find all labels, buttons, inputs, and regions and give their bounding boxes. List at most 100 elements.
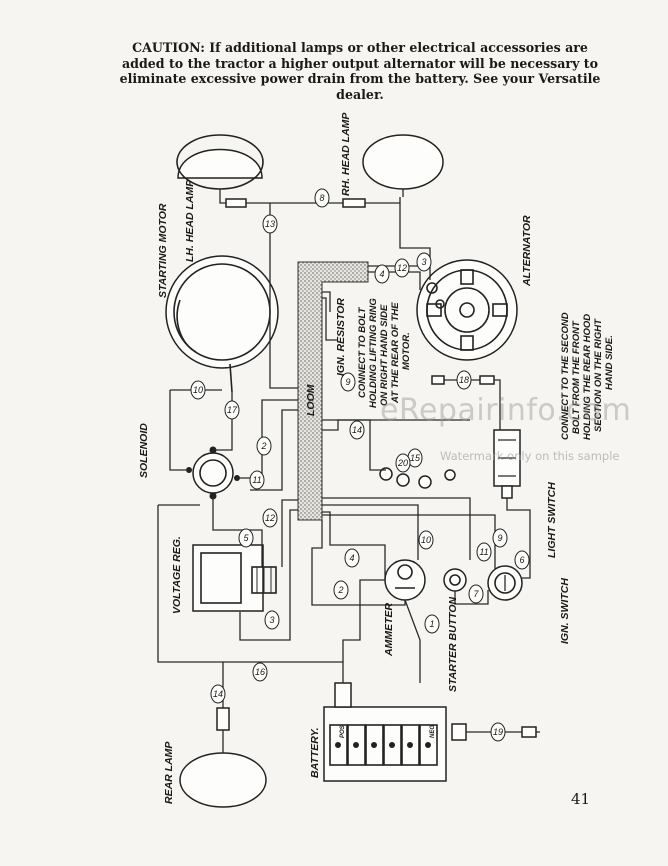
label-ign-switch: IGN. SWITCH (559, 578, 571, 644)
svg-text:14: 14 (213, 689, 223, 699)
svg-text:14: 14 (352, 425, 362, 435)
svg-text:9: 9 (345, 377, 350, 387)
label-ign-resistor: IGN. RESISTOR (335, 298, 347, 376)
label-connect-hood-4: SECTION ON THE RIGHT (593, 318, 604, 432)
label-connect-motor-1: CONNECT TO BOLT (357, 306, 368, 398)
page-number: 41 (571, 790, 591, 808)
watermark-main: eRepairinfo.com (380, 393, 632, 428)
label-connect-motor-2: HOLDING LIFTING RING (368, 298, 379, 408)
svg-text:4: 4 (379, 269, 384, 279)
svg-text:10: 10 (193, 385, 203, 395)
svg-text:17: 17 (227, 405, 238, 415)
svg-text:6: 6 (519, 555, 524, 565)
wire-label-1: 1 (424, 614, 440, 634)
caution-lead: CAUTION: (132, 40, 205, 55)
label-connect-hood-2: BOLT FROM THE FRONT (571, 320, 582, 434)
label-starter-button: STARTER BUTTON (447, 596, 459, 692)
svg-text:2: 2 (337, 585, 343, 595)
svg-text:9: 9 (497, 533, 502, 543)
watermark-sub: Watermark only on this sample (440, 449, 620, 463)
label-rear-lamp: REAR LAMP (163, 741, 175, 804)
caution-notice: CAUTION: If additional lamps or other el… (110, 40, 610, 102)
label-light-switch: LIGHT SWITCH (546, 482, 558, 558)
label-solenoid: SOLENOID (138, 423, 150, 478)
svg-text:3: 3 (421, 257, 426, 267)
label-ammeter: AMMETER (383, 603, 395, 657)
wire-label-7: 7 (468, 584, 484, 604)
wire-label-10-b: 10 (418, 530, 434, 550)
starter-button (443, 568, 467, 592)
wire-label-14-top: 14 (349, 420, 365, 440)
svg-text:20: 20 (397, 458, 408, 468)
label-starting-motor: STARTING MOTOR (157, 203, 169, 298)
wire-label-3-b: 3 (264, 610, 280, 630)
wire-label-11-b: 11 (476, 542, 492, 562)
ammeter (384, 559, 426, 601)
wire-label-9: 9 (340, 372, 356, 392)
wire-number-bubbles: 13 8 4 12 3 9 18 10 17 14 2 15 20 11 12 … (190, 188, 530, 742)
wire-label-4-b: 4 (344, 548, 360, 568)
label-connect-hood-3: HOLDING THE REAR HOOD (582, 314, 593, 440)
label-voltage-reg: VOLTAGE REG. (171, 536, 183, 614)
rh-head-lamp (362, 134, 444, 197)
wire-label-19: 19 (490, 722, 506, 742)
svg-text:12: 12 (397, 263, 407, 273)
label-battery-neg: NEG (430, 725, 436, 738)
wire-label-2-b: 2 (333, 580, 349, 600)
label-connect-motor-5: MOTOR. (401, 332, 412, 370)
svg-text:1: 1 (429, 619, 434, 629)
wire-label-5: 5 (238, 528, 254, 548)
svg-text:2: 2 (260, 441, 266, 451)
wire-label-16: 16 (252, 662, 268, 682)
label-alternator: ALTERNATOR (521, 215, 533, 287)
wire-label-4-top: 4 (374, 264, 390, 284)
svg-text:11: 11 (479, 547, 488, 557)
wire-label-8: 8 (314, 188, 330, 208)
wire-13-top (219, 197, 401, 204)
svg-text:18: 18 (459, 375, 469, 385)
instrument-lamps (379, 467, 456, 489)
wire-label-10-a: 10 (190, 380, 206, 400)
wire-label-2-a: 2 (256, 436, 272, 456)
svg-text:12: 12 (265, 513, 275, 523)
loom (297, 261, 369, 521)
wire-label-9-b: 9 (492, 528, 508, 548)
svg-text:13: 13 (265, 219, 275, 229)
svg-text:5: 5 (243, 533, 249, 543)
light-switch (493, 429, 521, 499)
svg-text:10: 10 (421, 535, 431, 545)
svg-text:4: 4 (349, 553, 354, 563)
wire-label-12-top: 12 (394, 258, 410, 278)
label-lh-head-lamp: LH. HEAD LAMP (184, 179, 196, 262)
svg-text:8: 8 (319, 193, 324, 203)
wire-label-12-a: 12 (262, 508, 278, 528)
label-battery-pos: POS (340, 725, 346, 738)
wire-label-20: 20 (395, 453, 411, 473)
label-rh-head-lamp: RH. HEAD LAMP (340, 112, 352, 196)
label-connect-hood-1: CONNECT TO THE SECOND (560, 312, 571, 440)
label-connect-motor-3: ON RIGHT HAND SIDE (379, 304, 390, 406)
battery (323, 682, 467, 782)
svg-text:3: 3 (269, 615, 274, 625)
label-loom: LOOM (305, 384, 317, 416)
svg-text:11: 11 (252, 475, 261, 485)
label-connect-hood-5: HAND SIDE. (604, 335, 615, 390)
svg-text:7: 7 (473, 589, 479, 599)
component-labels: RH. HEAD LAMP LH. HEAD LAMP STARTING MOT… (138, 112, 615, 804)
wire-label-3-top: 3 (416, 252, 432, 272)
svg-text:16: 16 (255, 667, 265, 677)
svg-text:15: 15 (410, 453, 421, 463)
label-connect-motor-4: AT THE REAR OF THE (390, 302, 401, 404)
lh-head-lamp (176, 134, 264, 197)
voltage-regulator (192, 544, 277, 612)
wire-label-18: 18 (456, 370, 472, 390)
wire-label-11-a: 11 (249, 470, 265, 490)
wire-label-13-a: 13 (262, 214, 278, 234)
wire-label-14-b: 14 (210, 684, 226, 704)
starting-motor (165, 255, 279, 393)
ign-switch (487, 565, 523, 601)
rear-lamp (179, 735, 267, 808)
solenoid (186, 446, 240, 500)
